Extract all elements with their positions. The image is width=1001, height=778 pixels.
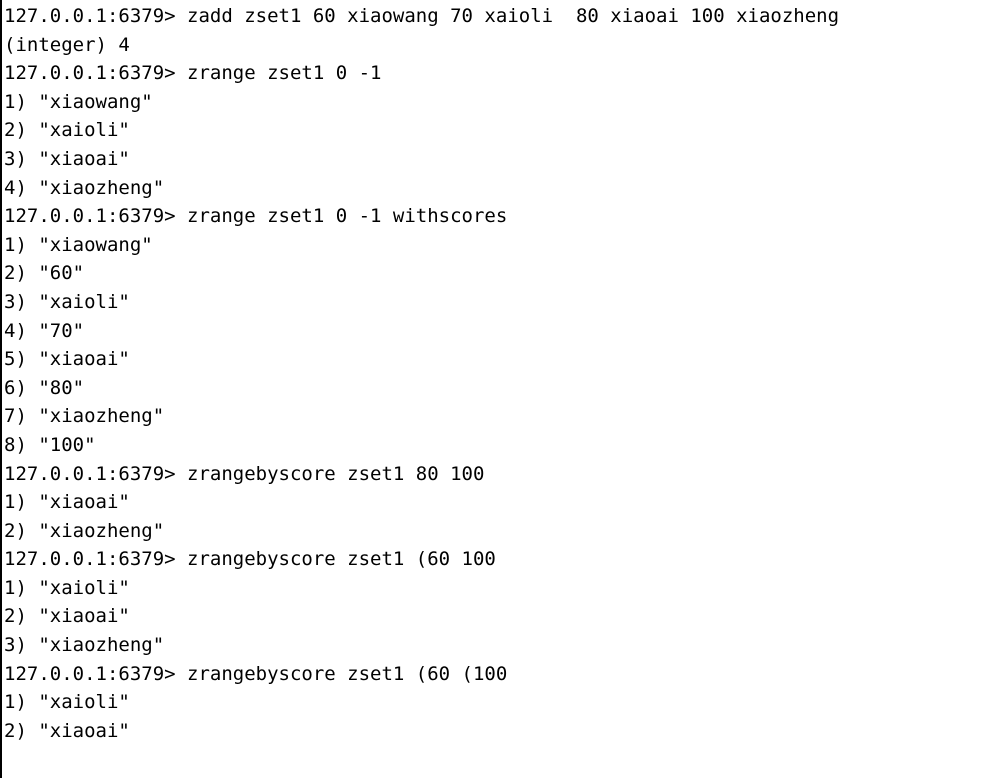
output-line: 2) "xiaoai"	[4, 605, 130, 628]
output-line: 1) "xiaoai"	[4, 491, 130, 514]
output-line: 2) "xiaoai"	[4, 719, 130, 742]
output-line: 2) "xiaozheng"	[4, 519, 165, 542]
output-line: 1) "xiaowang"	[4, 90, 153, 113]
output-line: 3) "xiaozheng"	[4, 634, 165, 657]
output-line: (integer) 4	[4, 33, 130, 56]
command-line: 127.0.0.1:6379> zadd zset1 60 xiaowang 7…	[4, 5, 840, 27]
output-line: 7) "xiaozheng"	[4, 405, 165, 428]
output-line: 3) "xaioli"	[4, 290, 130, 313]
output-line: 5) "xiaoai"	[4, 348, 130, 371]
command-line: 127.0.0.1:6379> zrangebyscore zset1 (60 …	[4, 548, 496, 571]
command-line: 127.0.0.1:6379> zrangebyscore zset1 (60 …	[4, 662, 508, 685]
output-line: 8) "100"	[4, 433, 96, 456]
terminal-left-border	[0, 0, 2, 778]
command-line: 127.0.0.1:6379> zrangebyscore zset1 80 1…	[4, 462, 485, 485]
output-line: 1) "xaioli"	[4, 691, 130, 714]
output-line: 6) "80"	[4, 376, 85, 399]
output-line: 4) "70"	[4, 319, 85, 342]
command-line: 127.0.0.1:6379> zrange zset1 0 -1	[4, 62, 382, 85]
terminal-output: 127.0.0.1:6379> zadd zset1 60 xiaowang 7…	[4, 2, 1001, 745]
output-line: 4) "xiaozheng"	[4, 176, 165, 199]
output-line: 1) "xaioli"	[4, 576, 130, 599]
output-line: 3) "xiaoai"	[4, 147, 130, 170]
command-line: 127.0.0.1:6379> zrange zset1 0 -1 withsc…	[4, 205, 508, 228]
output-line: 2) "60"	[4, 262, 85, 285]
output-line: 1) "xiaowang"	[4, 233, 153, 256]
output-line: 2) "xaioli"	[4, 119, 130, 142]
